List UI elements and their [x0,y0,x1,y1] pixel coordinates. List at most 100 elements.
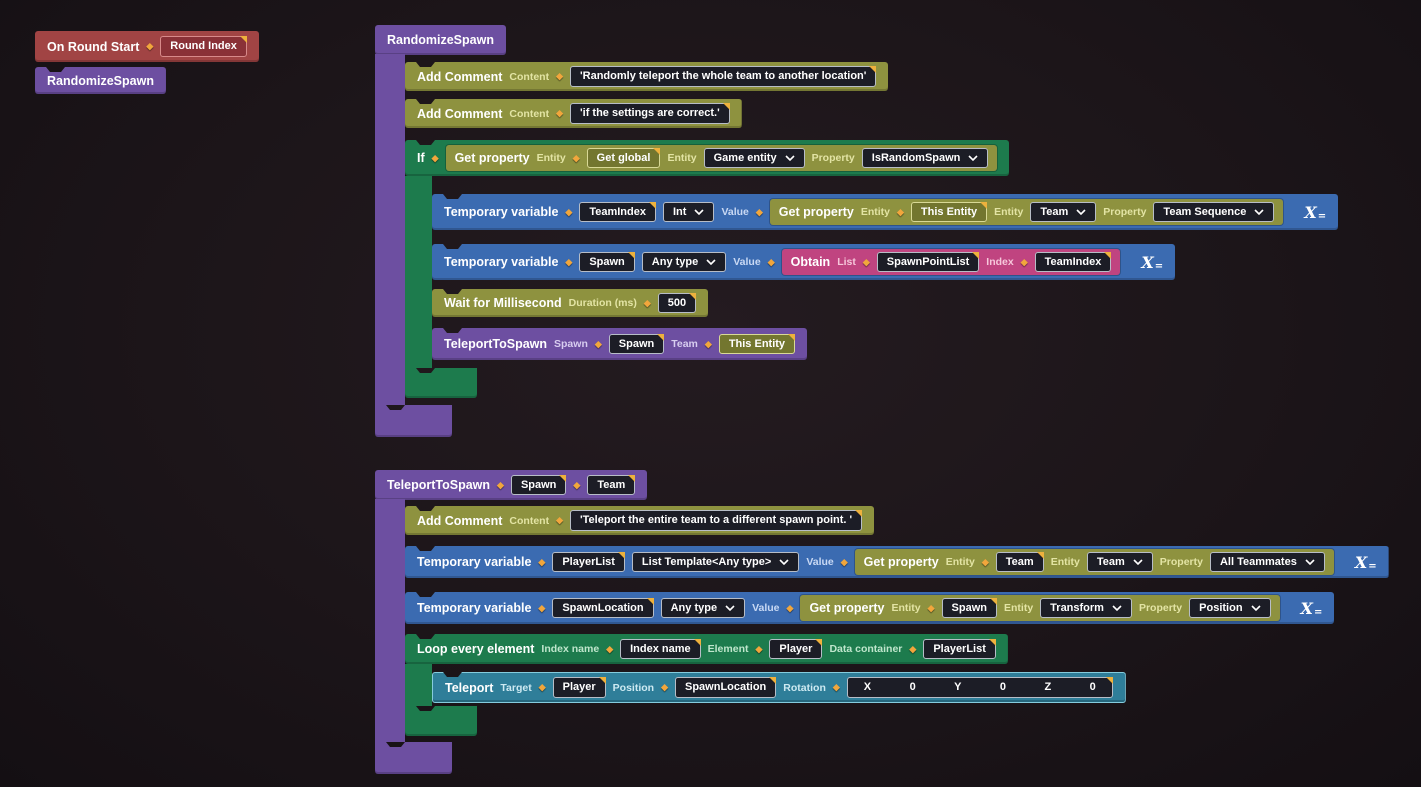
block-add-comment-2[interactable]: Add Comment Content ◆ 'if the settings a… [405,99,742,128]
function-body-spine[interactable] [375,54,405,405]
diamond-connector-icon: ◆ [840,556,848,567]
assign-x: X [1354,552,1368,572]
block-temporary-variable-spawnlocation[interactable]: Temporary variable ◆ SpawnLocation Any t… [405,592,1335,624]
field-duration[interactable]: 500 [657,292,697,314]
block-on-round-start[interactable]: On Round Start ◆ Round Index [35,31,259,62]
block-title: Temporary variable [417,601,532,615]
rotation-z-value[interactable]: 0 [1089,681,1096,694]
block-this-entity[interactable]: This Entity [910,201,988,223]
block-teleport[interactable]: Teleport Target ◆ Player Position ◆ Spaw… [432,672,1126,703]
field-index[interactable]: TeamIndex [1034,251,1112,273]
field-spawn[interactable]: Spawn [608,333,665,355]
loop-body-spine[interactable] [405,664,432,706]
component-label: Entity [1050,556,1080,568]
property-dropdown[interactable]: Team Sequence [1153,201,1275,223]
diamond-connector-icon: ◆ [643,297,651,308]
block-obtain[interactable]: Obtain List ◆ SpawnPointList Index ◆ Tea… [781,248,1121,276]
field-target[interactable]: Player [552,677,606,698]
property-dropdown[interactable]: IsRandomSpawn [861,147,989,169]
component-dropdown[interactable]: Transform [1040,597,1132,619]
block-call-randomize-spawn[interactable]: RandomizeSpawn [35,67,166,94]
block-loop-every-element[interactable]: Loop every element Index name ◆ Index na… [405,634,1008,664]
rotation-y-value[interactable]: 0 [999,681,1007,694]
block-get-global[interactable]: Get global [586,147,661,169]
diamond-connector-icon: ◆ [538,602,546,613]
diamond-connector-icon: ◆ [594,338,602,349]
block-temporary-variable-teamindex[interactable]: Temporary variable ◆ TeamIndex Int Value… [432,194,1339,230]
block-title: Obtain [790,255,831,269]
target-label: Target [500,681,532,694]
field-comment-text[interactable]: 'if the settings are correct.' [570,103,730,124]
type-dropdown[interactable]: Any type [641,251,727,273]
function-header-teleport-to-spawn[interactable]: TeleportToSpawn ◆ Spawn ◆ Team [375,470,648,500]
component-dropdown[interactable]: Game entity [703,147,805,169]
function-end-cap[interactable] [375,405,452,437]
type-dropdown[interactable]: Int [662,201,715,223]
component-dropdown[interactable]: Team [1086,551,1153,573]
param-spawn[interactable]: Spawn [510,474,567,496]
block-this-entity[interactable]: This Entity [718,333,796,355]
dropdown-value: Team Sequence [1163,205,1247,218]
field-round-index[interactable]: Round Index [160,36,247,57]
block-title: Get property [863,555,939,569]
loop-end-cap[interactable] [405,706,477,736]
diamond-connector-icon: ◆ [767,256,775,267]
if-end-cap[interactable] [405,368,477,398]
block-title: Temporary variable [417,555,532,569]
dropdown-value: Any type [651,255,699,268]
if-body-spine[interactable] [405,176,432,368]
component-dropdown[interactable]: Team [1030,201,1097,223]
block-get-property[interactable]: Get property Entity ◆ Team Entity Team P… [854,548,1334,576]
block-get-property[interactable]: Get property Entity ◆ Get global Entity … [445,144,998,172]
property-dropdown[interactable]: All Teammates [1209,551,1325,573]
field-variable-name[interactable]: TeamIndex [579,201,656,223]
field-data-container[interactable]: PlayerList [923,638,996,660]
type-dropdown[interactable]: Any type [660,597,746,619]
field-variable-name[interactable]: PlayerList [552,551,625,573]
entity-label: Entity [891,602,921,614]
rotation-z-label: Z [1044,681,1052,694]
diamond-connector-icon: ◆ [538,556,546,567]
rotation-x-value[interactable]: 0 [909,681,916,694]
field-entity[interactable]: Team [995,551,1044,573]
block-get-property[interactable]: Get property Entity ◆ This Entity Entity… [769,198,1284,226]
position-label: Position [612,681,655,694]
function-header-randomize-spawn[interactable]: RandomizeSpawn [375,25,506,55]
diamond-connector-icon: ◆ [981,556,989,567]
block-wait-for-millisecond[interactable]: Wait for Millisecond Duration (ms) ◆ 500 [432,289,709,317]
property-dropdown[interactable]: Position [1189,597,1271,619]
diamond-connector-icon: ◆ [146,41,154,51]
block-title: Get property [454,151,530,165]
block-get-property[interactable]: Get property Entity ◆ Spawn Entity Trans… [800,594,1280,622]
diamond-connector-icon: ◆ [909,643,917,654]
duration-label: Duration (ms) [568,297,637,309]
function-end-cap[interactable] [375,742,452,774]
block-temporary-variable-playerlist[interactable]: Temporary variable ◆ PlayerList List Tem… [405,546,1389,578]
block-temporary-variable-spawn[interactable]: Temporary variable ◆ Spawn Any type Valu… [432,244,1176,280]
field-element[interactable]: Player [769,638,823,660]
chevron-down-icon [968,155,978,161]
field-rotation[interactable]: X 0 Y 0 Z 0 [846,677,1113,698]
block-add-comment-1[interactable]: Add Comment Content ◆ 'Randomly teleport… [405,62,889,91]
field-list[interactable]: SpawnPointList [876,251,980,273]
diamond-connector-icon: ◆ [431,152,439,163]
dropdown-value: IsRandomSpawn [871,151,961,164]
block-title: RandomizeSpawn [47,73,154,88]
param-team[interactable]: Team [587,474,636,496]
block-if[interactable]: If ◆ Get property Entity ◆ Get global En… [405,140,1010,176]
field-position[interactable]: SpawnLocation [675,677,777,698]
diamond-connector-icon: ◆ [755,206,763,217]
block-add-comment-3[interactable]: Add Comment Content ◆ 'Teleport the enti… [405,506,875,535]
field-variable-name[interactable]: Spawn [579,251,636,273]
field-entity[interactable]: Spawn [941,597,998,619]
field-comment-text[interactable]: 'Randomly teleport the whole team to ano… [570,66,877,87]
type-dropdown[interactable]: List Template<Any type> [631,551,800,573]
rotation-x-label: X [863,681,872,694]
block-call-teleport-to-spawn[interactable]: TeleportToSpawn Spawn ◆ Spawn Team ◆ Thi… [432,328,808,360]
field-variable-name[interactable]: SpawnLocation [552,597,654,619]
field-comment-text[interactable]: 'Teleport the entire team to a different… [570,510,863,531]
field-index-name[interactable]: Index name [620,638,701,660]
function-body-spine[interactable] [375,499,405,742]
assign-icon: X= [1304,203,1326,222]
